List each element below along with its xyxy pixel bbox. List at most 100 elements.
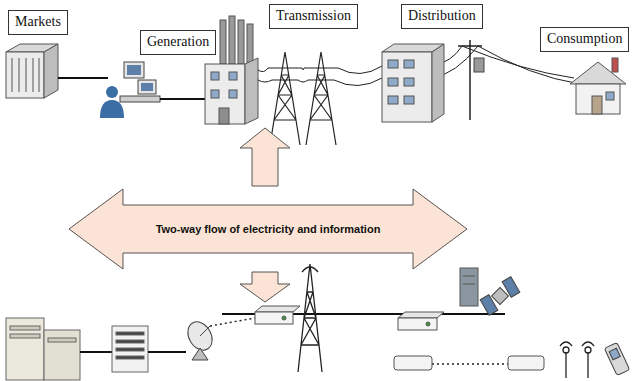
antenna bbox=[585, 347, 591, 353]
server-computers bbox=[6, 318, 44, 380]
stage-label: Distribution bbox=[408, 8, 476, 23]
market-building bbox=[6, 52, 44, 98]
distribution-pole bbox=[458, 40, 484, 120]
satellite bbox=[492, 288, 509, 305]
substation-building bbox=[404, 78, 414, 86]
server-box bbox=[116, 348, 144, 351]
modem bbox=[508, 356, 544, 370]
power-wire bbox=[334, 78, 382, 86]
satellite bbox=[502, 277, 520, 298]
server-rack bbox=[463, 276, 475, 277]
distribution-pole bbox=[474, 58, 484, 72]
server-box bbox=[116, 332, 144, 335]
stage-label: Generation bbox=[147, 34, 209, 49]
house bbox=[570, 62, 626, 84]
router bbox=[398, 318, 437, 330]
operator-workstation bbox=[138, 80, 156, 94]
house bbox=[576, 84, 620, 114]
market-building bbox=[6, 44, 58, 98]
wireless-link bbox=[432, 363, 508, 365]
market-building bbox=[12, 58, 13, 92]
substation-building bbox=[404, 96, 414, 104]
distribution-pole bbox=[469, 40, 471, 120]
power-plant bbox=[229, 72, 237, 80]
radio-tower bbox=[298, 264, 322, 372]
stage-label: Markets bbox=[15, 14, 61, 29]
power-plant bbox=[229, 16, 235, 64]
link-line bbox=[160, 98, 205, 100]
transmission-tower bbox=[268, 68, 302, 80]
power-wire bbox=[258, 80, 272, 82]
substation-building bbox=[432, 44, 444, 122]
radio-tower bbox=[298, 264, 322, 372]
house bbox=[612, 58, 618, 72]
market-building bbox=[33, 58, 34, 92]
mobile-phone bbox=[609, 348, 620, 360]
label-box: Generation bbox=[140, 30, 216, 55]
antenna bbox=[563, 347, 569, 353]
transmission-tower bbox=[306, 52, 336, 145]
operator-workstation bbox=[141, 83, 153, 91]
power-plant bbox=[245, 58, 258, 124]
link-line bbox=[80, 351, 112, 353]
stage-label: Transmission bbox=[276, 8, 351, 23]
transmission-tower bbox=[268, 52, 338, 145]
power-plant bbox=[205, 64, 245, 124]
router bbox=[426, 322, 430, 326]
radio-tower bbox=[302, 267, 318, 272]
market-building bbox=[39, 58, 40, 92]
operator-workstation bbox=[127, 65, 141, 75]
power-wire bbox=[302, 68, 304, 70]
router bbox=[398, 312, 444, 318]
market-building bbox=[19, 58, 20, 92]
satellite bbox=[480, 277, 520, 316]
modem bbox=[394, 356, 432, 370]
power-plant bbox=[238, 20, 244, 64]
router bbox=[255, 312, 293, 324]
antenna bbox=[560, 342, 594, 378]
transmission-tower bbox=[270, 52, 300, 145]
transmission-tower bbox=[304, 68, 338, 80]
server-computers bbox=[10, 326, 40, 330]
label-box: Transmission bbox=[269, 4, 358, 29]
server-computers bbox=[6, 318, 80, 380]
satellite bbox=[480, 295, 498, 316]
server-box bbox=[116, 356, 144, 359]
distribution-pole bbox=[458, 45, 482, 47]
server-box bbox=[116, 340, 144, 343]
mobile-phone bbox=[604, 342, 629, 375]
power-plant bbox=[247, 24, 253, 64]
power-plant bbox=[211, 90, 219, 98]
server-computers bbox=[10, 334, 40, 338]
antenna bbox=[582, 342, 594, 346]
substation-building bbox=[404, 60, 414, 68]
power-wire bbox=[258, 68, 268, 72]
power-wire bbox=[338, 66, 382, 74]
server-rack bbox=[463, 284, 475, 285]
antenna bbox=[565, 352, 566, 378]
market-building bbox=[26, 58, 27, 92]
substation-building bbox=[382, 44, 444, 122]
down-arrow bbox=[240, 272, 290, 302]
house bbox=[592, 96, 602, 114]
antenna bbox=[560, 342, 572, 346]
power-plant bbox=[219, 108, 229, 124]
two-way-arrow: Two-way flow of electricity and informat… bbox=[68, 188, 468, 270]
up-arrow bbox=[240, 128, 290, 186]
server-box bbox=[112, 326, 148, 372]
router bbox=[255, 306, 300, 324]
operator-workstation bbox=[106, 86, 118, 98]
house bbox=[606, 92, 614, 100]
substation-building bbox=[388, 78, 398, 86]
link-line bbox=[148, 351, 186, 353]
modem bbox=[394, 356, 544, 370]
operator-workstation bbox=[124, 62, 144, 78]
operator-workstation bbox=[100, 100, 124, 118]
power-plant bbox=[229, 90, 237, 98]
power-plant bbox=[220, 20, 226, 64]
house bbox=[570, 58, 626, 114]
server-computers bbox=[44, 330, 80, 380]
wireless-link bbox=[210, 318, 255, 326]
